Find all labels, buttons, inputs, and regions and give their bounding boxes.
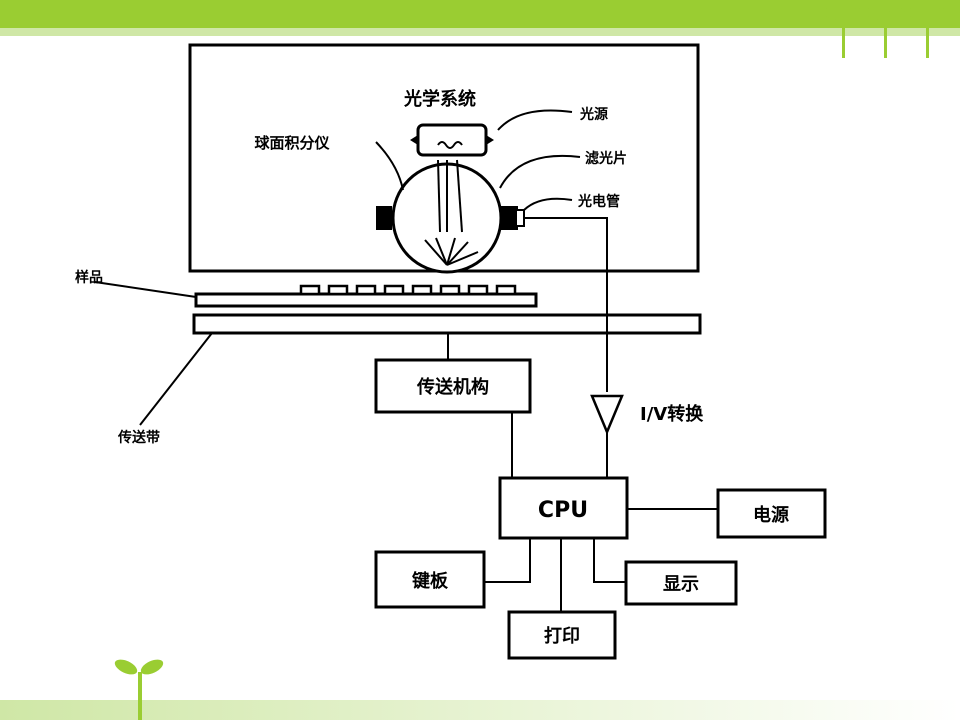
sprout-bottom-icon: [114, 659, 164, 720]
optical-system-label: 光学系统: [403, 88, 476, 110]
keyboard-box: [374, 550, 486, 609]
power-box: [716, 488, 827, 539]
phototube-label: 光电管: [577, 193, 620, 210]
iv-converter: [590, 394, 624, 436]
conveyor-belt: [192, 313, 702, 335]
top-banner: [0, 0, 960, 28]
transport-mechanism-box: [374, 358, 532, 414]
keyboard-label: 键板: [411, 570, 449, 592]
iv-convert-label: I/V转换: [640, 403, 704, 425]
integrating-sphere-label: 球面积分仪: [254, 134, 330, 152]
print-box: [507, 610, 617, 660]
cpu-label: CPU: [538, 498, 588, 523]
sample-label: 样品: [75, 269, 103, 286]
top-banner-stripe: [0, 28, 960, 36]
power-label: 电源: [753, 504, 789, 526]
phototube: [500, 206, 518, 230]
samples: [299, 284, 517, 296]
lamp: [416, 123, 488, 157]
sprout-icon: [823, 8, 947, 58]
display-box: [624, 560, 738, 606]
display-label: 显示: [663, 574, 699, 595]
cpu-box: [498, 476, 629, 540]
filter-label: 滤光片: [585, 150, 627, 167]
transport-mechanism-label: 传送机构: [416, 376, 489, 398]
conveyor-belt-label: 传送带: [117, 429, 160, 446]
light-source-label: 光源: [579, 106, 608, 123]
left-detector: [376, 206, 392, 230]
bottom-banner: [0, 700, 960, 720]
sample-tray: [194, 292, 538, 308]
print-label: 打印: [544, 625, 580, 647]
